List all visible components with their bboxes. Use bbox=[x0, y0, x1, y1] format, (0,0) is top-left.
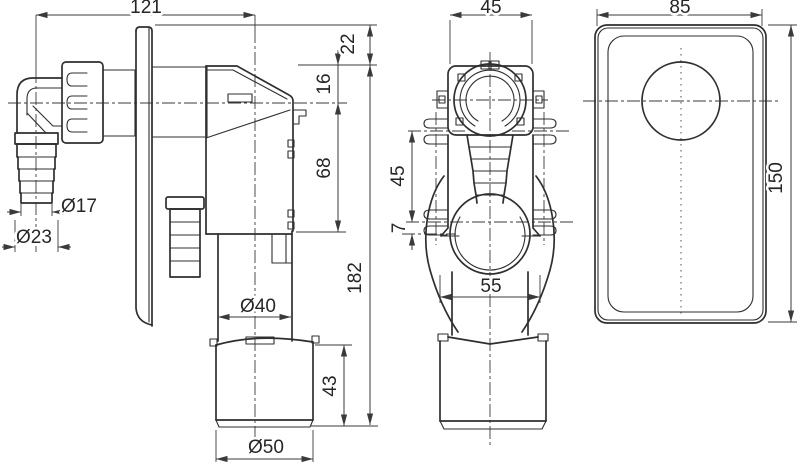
side-wings bbox=[425, 175, 555, 333]
dim-front-center-offset: 7 bbox=[389, 223, 410, 234]
cover-knockout-circle bbox=[641, 61, 721, 141]
side-view bbox=[2, 11, 378, 463]
cleaning-plug bbox=[165, 196, 205, 278]
threaded-pipe bbox=[102, 66, 208, 138]
tail-tube bbox=[451, 271, 529, 336]
dim-front-flange-width: 45 bbox=[480, 0, 501, 18]
union-nut bbox=[61, 61, 104, 144]
cover-dimensions bbox=[596, 9, 797, 323]
dim-cover-height: 150 bbox=[766, 162, 787, 194]
inlet-elbow bbox=[16, 77, 63, 134]
dim-front-clip-spacing: 45 bbox=[388, 165, 409, 186]
cover-plate-view bbox=[583, 9, 797, 324]
siphon-body bbox=[205, 65, 307, 264]
outlet-tube bbox=[217, 230, 293, 342]
dim-side-cup-height: 43 bbox=[320, 375, 341, 396]
dim-side-inlet-depth: 16 bbox=[314, 73, 335, 94]
front-view-centerlines bbox=[402, 52, 574, 446]
lower-port bbox=[449, 193, 531, 275]
outlet-cup-side bbox=[209, 335, 320, 428]
cover-centerlines bbox=[583, 48, 778, 318]
front-view-dimensions bbox=[408, 11, 541, 303]
dim-side-body-height: 68 bbox=[314, 157, 335, 178]
front-view bbox=[402, 11, 574, 446]
dim-side-outlet-diameter: Ø40 bbox=[240, 296, 276, 317]
outlet-cup-front bbox=[437, 333, 549, 430]
dim-front-outlet-width: 55 bbox=[480, 276, 501, 297]
dim-side-hose-diameter: Ø23 bbox=[16, 227, 52, 248]
side-view-centerlines bbox=[8, 15, 347, 448]
side-view-dimensions bbox=[2, 11, 378, 463]
hose-barb bbox=[14, 132, 59, 204]
front-body bbox=[436, 65, 545, 237]
dimension-labels: 121 22 16 68 182 Ø17 Ø23 Ø40 43 Ø50 45 4… bbox=[14, 0, 790, 461]
dim-side-overall-depth: 121 bbox=[130, 0, 162, 18]
cover-plate bbox=[594, 24, 767, 324]
dim-side-hose-tip-diameter: Ø17 bbox=[61, 196, 97, 217]
dim-side-cup-diameter: Ø50 bbox=[248, 437, 284, 458]
dim-side-wall-offset: 22 bbox=[338, 33, 359, 54]
dim-side-overall-height: 182 bbox=[345, 262, 366, 294]
wall-plate-edge bbox=[135, 26, 153, 327]
upper-port-nut bbox=[453, 60, 527, 137]
dim-cover-width: 85 bbox=[669, 0, 690, 18]
